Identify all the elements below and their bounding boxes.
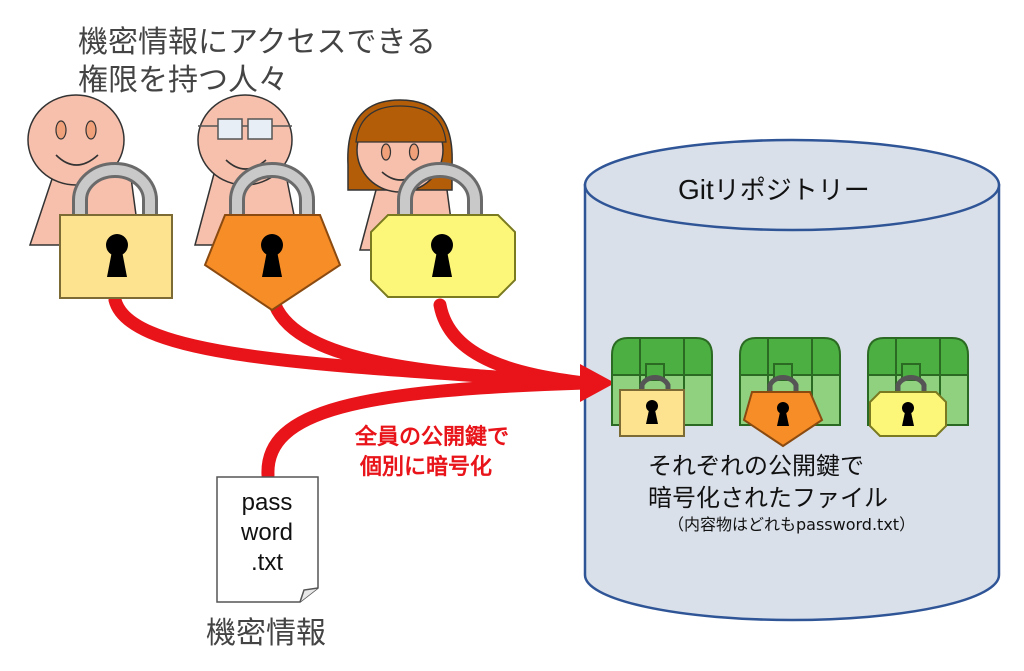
repository-description-line2: 暗号化されたファイル bbox=[648, 484, 888, 512]
file-name-line2: word bbox=[240, 519, 293, 546]
lock-person-2 bbox=[203, 162, 342, 312]
encryption-note-line1: 全員の公開鍵で bbox=[354, 424, 509, 450]
arrow-head bbox=[580, 364, 615, 402]
file-name-line3: .txt bbox=[251, 549, 283, 576]
lock-person-3 bbox=[370, 162, 516, 298]
repository-label: Gitリポジトリー bbox=[678, 174, 870, 206]
chest-3 bbox=[867, 337, 969, 437]
encryption-arrows bbox=[108, 293, 592, 482]
repository-description-line1: それぞれの公開鍵で bbox=[648, 452, 864, 480]
people-caption-line1: 機密情報にアクセスできる bbox=[78, 25, 436, 60]
encryption-note-line2: 個別に暗号化 bbox=[359, 454, 492, 480]
chest-1 bbox=[611, 337, 713, 437]
file-name-line1: pass bbox=[242, 489, 293, 516]
repository-note: （内容物はどれもpassword.txt） bbox=[668, 515, 915, 534]
repository-label-suffix: リポジトリー bbox=[714, 176, 870, 206]
lock-person-1 bbox=[59, 162, 173, 299]
repository-label-git: Git bbox=[678, 174, 714, 205]
file-document-icon bbox=[216, 476, 319, 603]
file-caption: 機密情報 bbox=[206, 616, 326, 651]
chest-2 bbox=[739, 337, 841, 448]
arrow-from-file bbox=[261, 376, 592, 482]
people-caption-line2: 権限を持つ人々 bbox=[78, 63, 288, 98]
